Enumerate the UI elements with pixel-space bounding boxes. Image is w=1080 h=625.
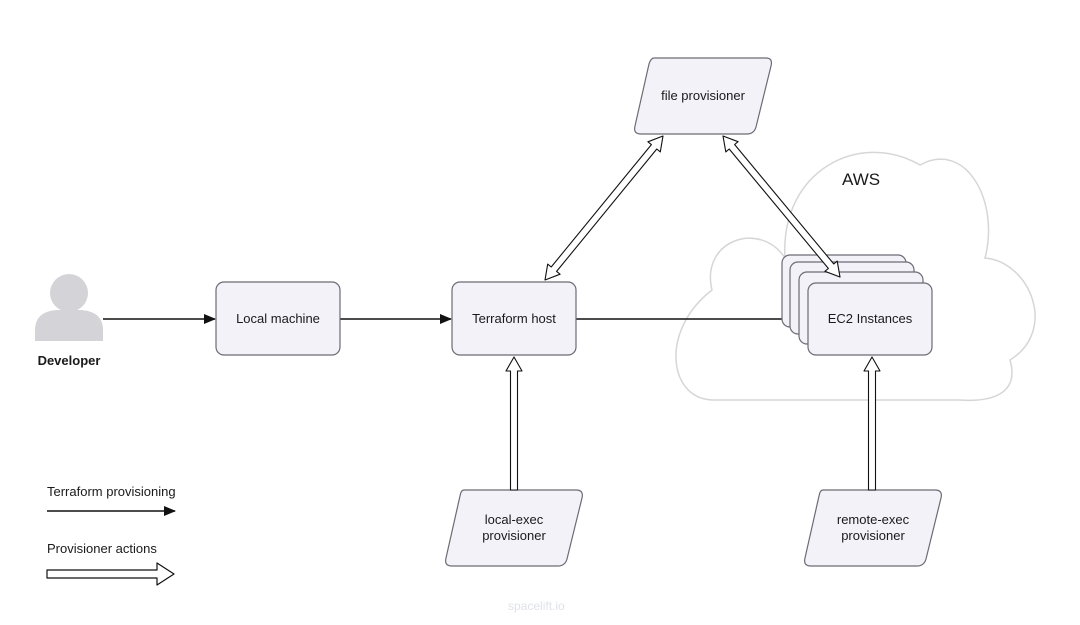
local-exec-provisioner-node[interactable]: [445, 489, 583, 567]
remote-exec-line2: provisioner: [841, 528, 905, 543]
remote-exec-provisioner-node[interactable]: [804, 489, 942, 567]
terraform-file-provisioner-arrow: [544, 135, 664, 281]
watermark-text: spacelift.io: [508, 599, 565, 613]
local-machine-node[interactable]: [215, 281, 341, 356]
terraform-host-label: Terraform host: [472, 310, 556, 326]
legend-terraform-provisioning-label: Terraform provisioning: [47, 484, 176, 499]
file-provisioner-ec2-arrow: [722, 135, 841, 278]
legend-provisioner-actions-label: Provisioner actions: [47, 541, 157, 556]
remote-exec-line1: remote-exec: [836, 512, 910, 527]
aws-label: AWS: [842, 170, 881, 189]
aws-cloud-shape: [675, 151, 1036, 402]
terraform-host-node[interactable]: [451, 281, 577, 356]
ec2-instances-label: EC2 Instances: [827, 311, 913, 326]
legend-hollow-arrow: [46, 562, 175, 586]
provisioner-action-arrows: [505, 135, 881, 491]
local-exec-line1: local-exec: [484, 512, 544, 527]
file-provisioner-label: file provisioner: [661, 88, 745, 103]
developer-label: Developer: [37, 353, 101, 368]
remote-exec-label: remote-exec provisioner: [803, 490, 943, 566]
ec2-instances-node[interactable]: [807, 282, 933, 356]
local-exec-label: local-exec provisioner: [444, 490, 584, 566]
local-exec-line2: provisioner: [482, 528, 546, 543]
local-exec-to-terraform-arrow: [505, 356, 523, 491]
remote-exec-to-ec2-arrow: [863, 356, 881, 491]
developer-person-icon: [35, 274, 103, 341]
local-machine-label: Local machine: [236, 310, 320, 326]
file-provisioner-node[interactable]: [634, 57, 773, 135]
